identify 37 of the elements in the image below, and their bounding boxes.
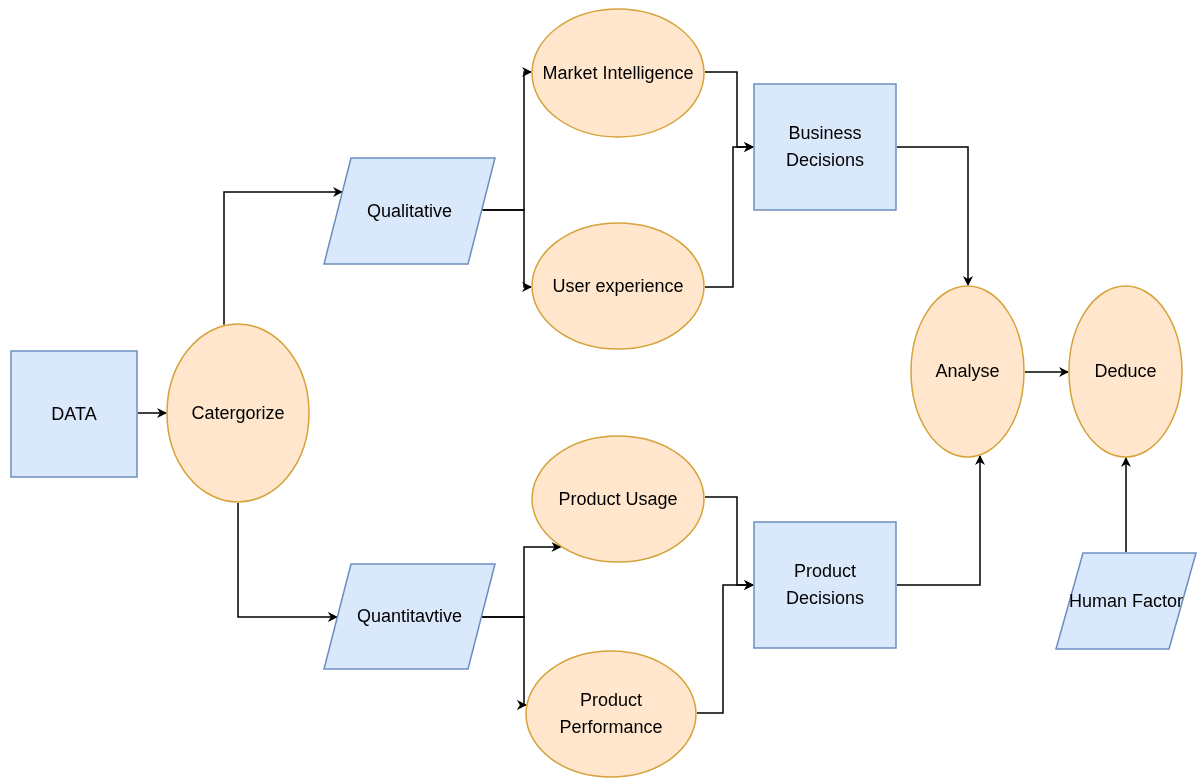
data-parallelogram bbox=[323, 157, 496, 265]
node-label: Product Usage bbox=[557, 487, 679, 511]
node-label: Quantitavtive bbox=[355, 605, 464, 628]
arrow bbox=[896, 146, 973, 286]
node-label: Business Decisions bbox=[785, 122, 865, 172]
data-parallelogram bbox=[1055, 552, 1197, 650]
arrow bbox=[1121, 457, 1131, 553]
process-ellipse bbox=[910, 285, 1025, 458]
arrow bbox=[481, 616, 527, 710]
process-box bbox=[10, 350, 138, 478]
node-label: Market Intelligence bbox=[541, 61, 695, 85]
node-label: Product Decisions bbox=[785, 560, 865, 610]
data-parallelogram bbox=[323, 563, 496, 670]
process-ellipse bbox=[531, 435, 705, 563]
node-label: User experience bbox=[551, 274, 685, 298]
node-label: DATA bbox=[50, 402, 98, 426]
process-ellipse bbox=[531, 8, 705, 138]
process-ellipse bbox=[1068, 285, 1183, 458]
arrow bbox=[704, 142, 754, 288]
arrow bbox=[481, 209, 532, 292]
node-label: Deduce bbox=[1093, 360, 1158, 383]
arrow bbox=[696, 580, 754, 714]
arrow bbox=[237, 502, 338, 622]
node-label: Human Factor bbox=[1067, 589, 1184, 613]
node-label: Analyse bbox=[934, 360, 1001, 383]
arrow bbox=[896, 454, 985, 586]
arrow bbox=[1024, 367, 1069, 377]
process-ellipse bbox=[525, 650, 697, 778]
process-ellipse bbox=[166, 323, 310, 503]
process-ellipse bbox=[531, 222, 705, 350]
process-box bbox=[753, 521, 897, 649]
node-label: Product Performance bbox=[558, 689, 664, 739]
process-box bbox=[753, 83, 897, 211]
node-label: Catergorize bbox=[190, 401, 286, 425]
arrow bbox=[223, 187, 343, 326]
node-label: Qualitative bbox=[365, 199, 453, 223]
arrow bbox=[137, 408, 167, 418]
